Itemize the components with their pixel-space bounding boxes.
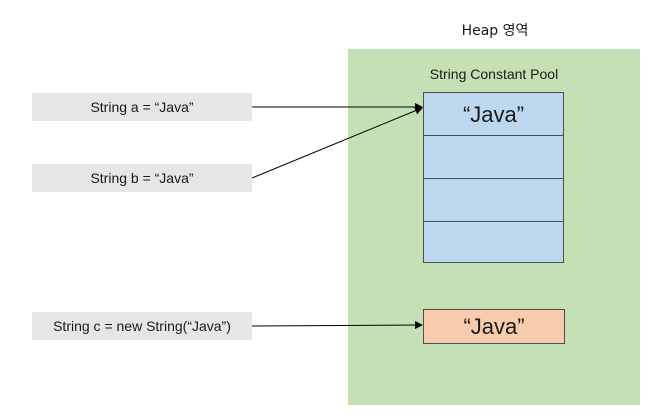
- arrow-b-to-pool: [251, 106, 423, 179]
- arrow-c-to-new-object: [251, 321, 423, 330]
- new-string-object: “Java”: [423, 309, 565, 344]
- pool-cell: [424, 178, 563, 221]
- string-constant-pool-title: String Constant Pool: [429, 66, 559, 82]
- variable-a-box: String a = “Java”: [32, 93, 252, 121]
- pool-cell: [424, 221, 563, 264]
- string-constant-pool: “Java”: [423, 92, 564, 263]
- variable-c-box: String c = new String(“Java”): [32, 312, 252, 340]
- variable-b-box: String b = “Java”: [32, 164, 252, 192]
- pool-cell: [424, 135, 563, 178]
- heap-title: Heap 영역: [461, 23, 529, 39]
- pool-cell: “Java”: [424, 93, 563, 136]
- pool-cell-text: “Java”: [462, 102, 525, 127]
